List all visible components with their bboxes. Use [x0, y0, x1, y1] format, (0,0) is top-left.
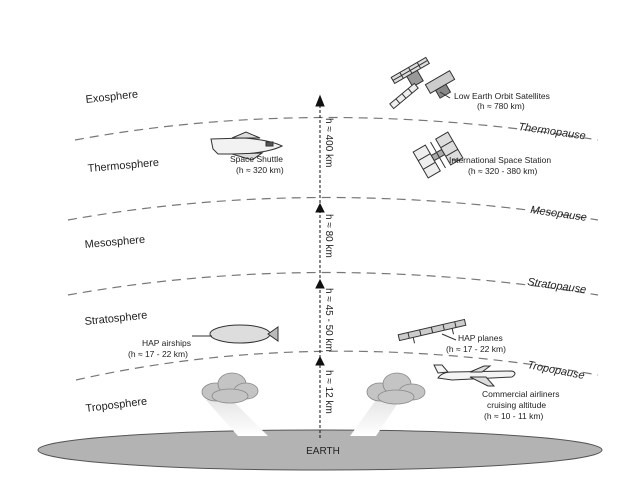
troposphere-label: Troposphere [85, 396, 148, 415]
thermopause-line [74, 116, 599, 141]
hap-plane-icon [397, 318, 467, 344]
altitude-12km: h ≈ 12 km [323, 370, 334, 414]
hap-airship-icon [192, 324, 279, 344]
earth-label: EARTH [306, 446, 340, 457]
stratopause-line [67, 271, 599, 296]
leo-altitude: (h ≈ 780 km) [477, 101, 525, 111]
altitude-labels: h ≈ 400 km h ≈ 80 km h ≈ 45 - 50 km h ≈ … [323, 118, 334, 414]
cloud-right-icon [350, 372, 426, 436]
tropopause-label: Tropopause [526, 359, 585, 382]
airliner-icon [433, 364, 516, 387]
hap-planes-label: HAP planes [458, 333, 503, 343]
mesosphere-label: Mesosphere [84, 234, 145, 251]
iss-label: International Space Station [449, 155, 551, 165]
altitude-axis [315, 94, 325, 438]
shuttle-altitude: (h ≈ 320 km) [236, 165, 284, 175]
cloud-left-icon [201, 372, 268, 436]
airliner-altitude: (h ≈ 10 - 11 km) [484, 411, 543, 421]
mesopause-line [67, 196, 599, 221]
airliner-label-line1: Commercial airliners [482, 389, 559, 399]
layer-boundaries [67, 116, 599, 381]
layer-names: Exosphere Thermosphere Mesosphere Strato… [84, 89, 159, 415]
thermopause-label: Thermopause [518, 121, 587, 142]
space-shuttle-icon [210, 131, 284, 161]
hap-airships-altitude: (h ≈ 17 - 22 km) [128, 349, 188, 359]
exosphere-label: Exosphere [85, 89, 139, 106]
stratosphere-label: Stratosphere [84, 309, 148, 328]
iss-altitude: (h ≈ 320 - 380 km) [468, 166, 538, 176]
space-station-icon [412, 131, 464, 179]
hap-planes-altitude: (h ≈ 17 - 22 km) [446, 344, 506, 354]
leo-satellites-icon [389, 56, 456, 110]
altitude-80km: h ≈ 80 km [323, 214, 334, 258]
airliner-label-line2: cruising altitude [487, 400, 546, 410]
stratopause-label: Stratopause [527, 276, 587, 296]
mesopause-label: Mesopause [530, 204, 588, 224]
altitude-400km: h ≈ 400 km [323, 118, 334, 167]
altitude-45-50km: h ≈ 45 - 50 km [323, 288, 334, 352]
hap-airships-label: HAP airships [142, 338, 191, 348]
leo-label: Low Earth Orbit Satellites [454, 91, 550, 101]
thermosphere-label: Thermosphere [87, 157, 159, 175]
shuttle-label: Space Shuttle [230, 154, 283, 164]
